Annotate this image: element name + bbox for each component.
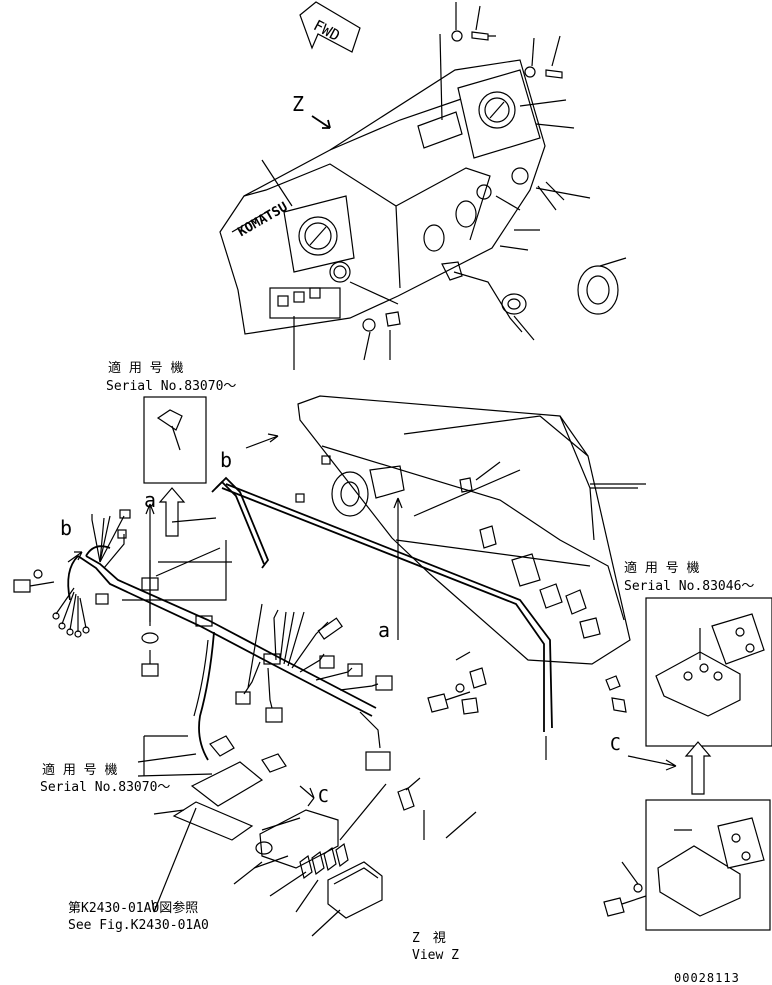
letter-c-right: C [610, 734, 621, 755]
view-z-box [603, 799, 771, 931]
serial-83046-box [645, 597, 772, 795]
reference-jp: 第K2430-01A0図参照 [68, 901, 199, 916]
drawing-number: 00028113 [674, 971, 740, 985]
view-z-jp: Z 視 [412, 931, 446, 946]
serial-83070-upper-no: Serial No.83070～ [106, 379, 237, 394]
fwd-arrow [299, 1, 361, 53]
serial-83046-jp: 適 用 号 機 [624, 561, 700, 576]
letter-c-mid: C [318, 786, 329, 807]
serial-83046-no: Serial No.83046～ [624, 579, 755, 594]
serial-83070-lower-no: Serial No.83070～ [40, 780, 171, 795]
letter-b-left: b [60, 516, 73, 540]
letter-b-mid: b [220, 448, 233, 472]
wiring-harness-assembly [13, 395, 677, 937]
letter-a-lower: a [378, 618, 391, 642]
serial-83070-upper-box [143, 396, 207, 537]
view-z-en: View Z [412, 948, 459, 963]
letter-a-upper: a [144, 488, 157, 512]
serial-83070-upper-jp: 適 用 号 機 [108, 361, 184, 376]
reference-en: See Fig.K2430-01A0 [68, 918, 209, 933]
view-z-marker: Z [292, 92, 305, 116]
instrument-panel-assembly [219, 2, 627, 370]
serial-83070-lower-jp: 適 用 号 機 [42, 763, 118, 778]
